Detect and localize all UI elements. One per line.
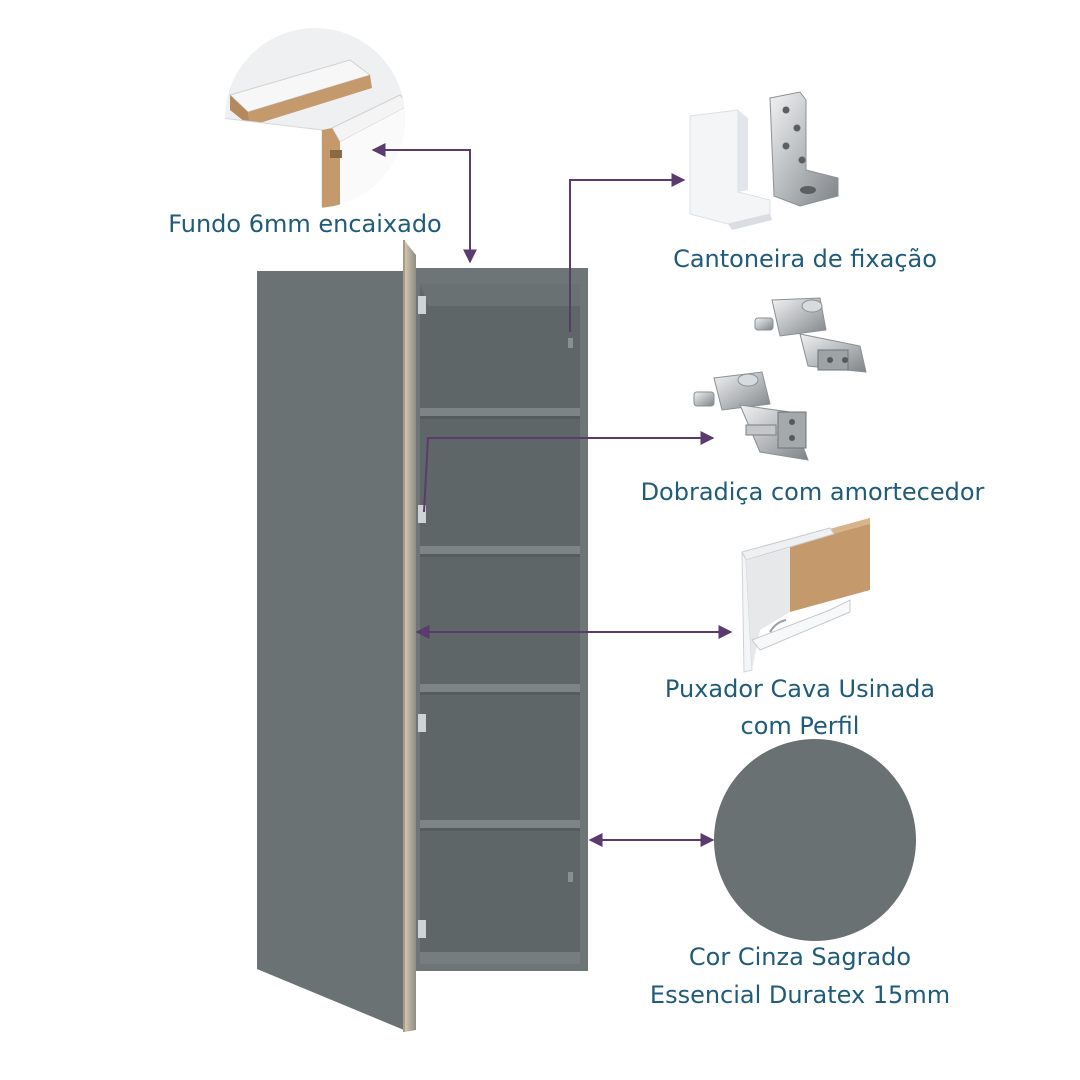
cabinet-interior xyxy=(420,284,580,964)
cabinet xyxy=(257,240,588,1032)
shelf xyxy=(420,684,580,692)
shelf xyxy=(420,546,580,554)
shelves xyxy=(420,408,580,964)
shelf xyxy=(420,408,580,416)
hinge-plate xyxy=(418,296,426,314)
hinge-icon xyxy=(693,297,867,461)
label-puxador-2: com Perfil xyxy=(740,712,860,740)
hinge-plate xyxy=(418,714,426,732)
label-dobradica: Dobradiça com amortecedor xyxy=(640,478,985,506)
handle-profile-icon xyxy=(741,518,870,673)
color-swatch-icon xyxy=(714,739,916,941)
arrow-cantoneira xyxy=(569,173,686,332)
label-cor-1: Cor Cinza Sagrado xyxy=(688,943,912,971)
arrow-dobradica xyxy=(423,431,715,513)
bracket-icon xyxy=(689,91,839,230)
door-edge xyxy=(404,240,416,1032)
label-cor-2: Essencial Duratex 15mm xyxy=(649,981,951,1009)
hinge-plate xyxy=(418,505,426,523)
label-puxador-1: Puxador Cava Usinada xyxy=(664,675,936,703)
arrow-fundo xyxy=(371,143,477,264)
label-cantoneira: Cantoneira de fixação xyxy=(673,245,937,273)
panel-joint-icon xyxy=(225,28,405,208)
shelf xyxy=(420,820,580,828)
connector-arrows xyxy=(371,143,733,847)
cabinet-door xyxy=(257,271,404,1030)
hinge-plate xyxy=(418,920,426,938)
label-fundo: Fundo 6mm encaixado xyxy=(168,210,442,238)
